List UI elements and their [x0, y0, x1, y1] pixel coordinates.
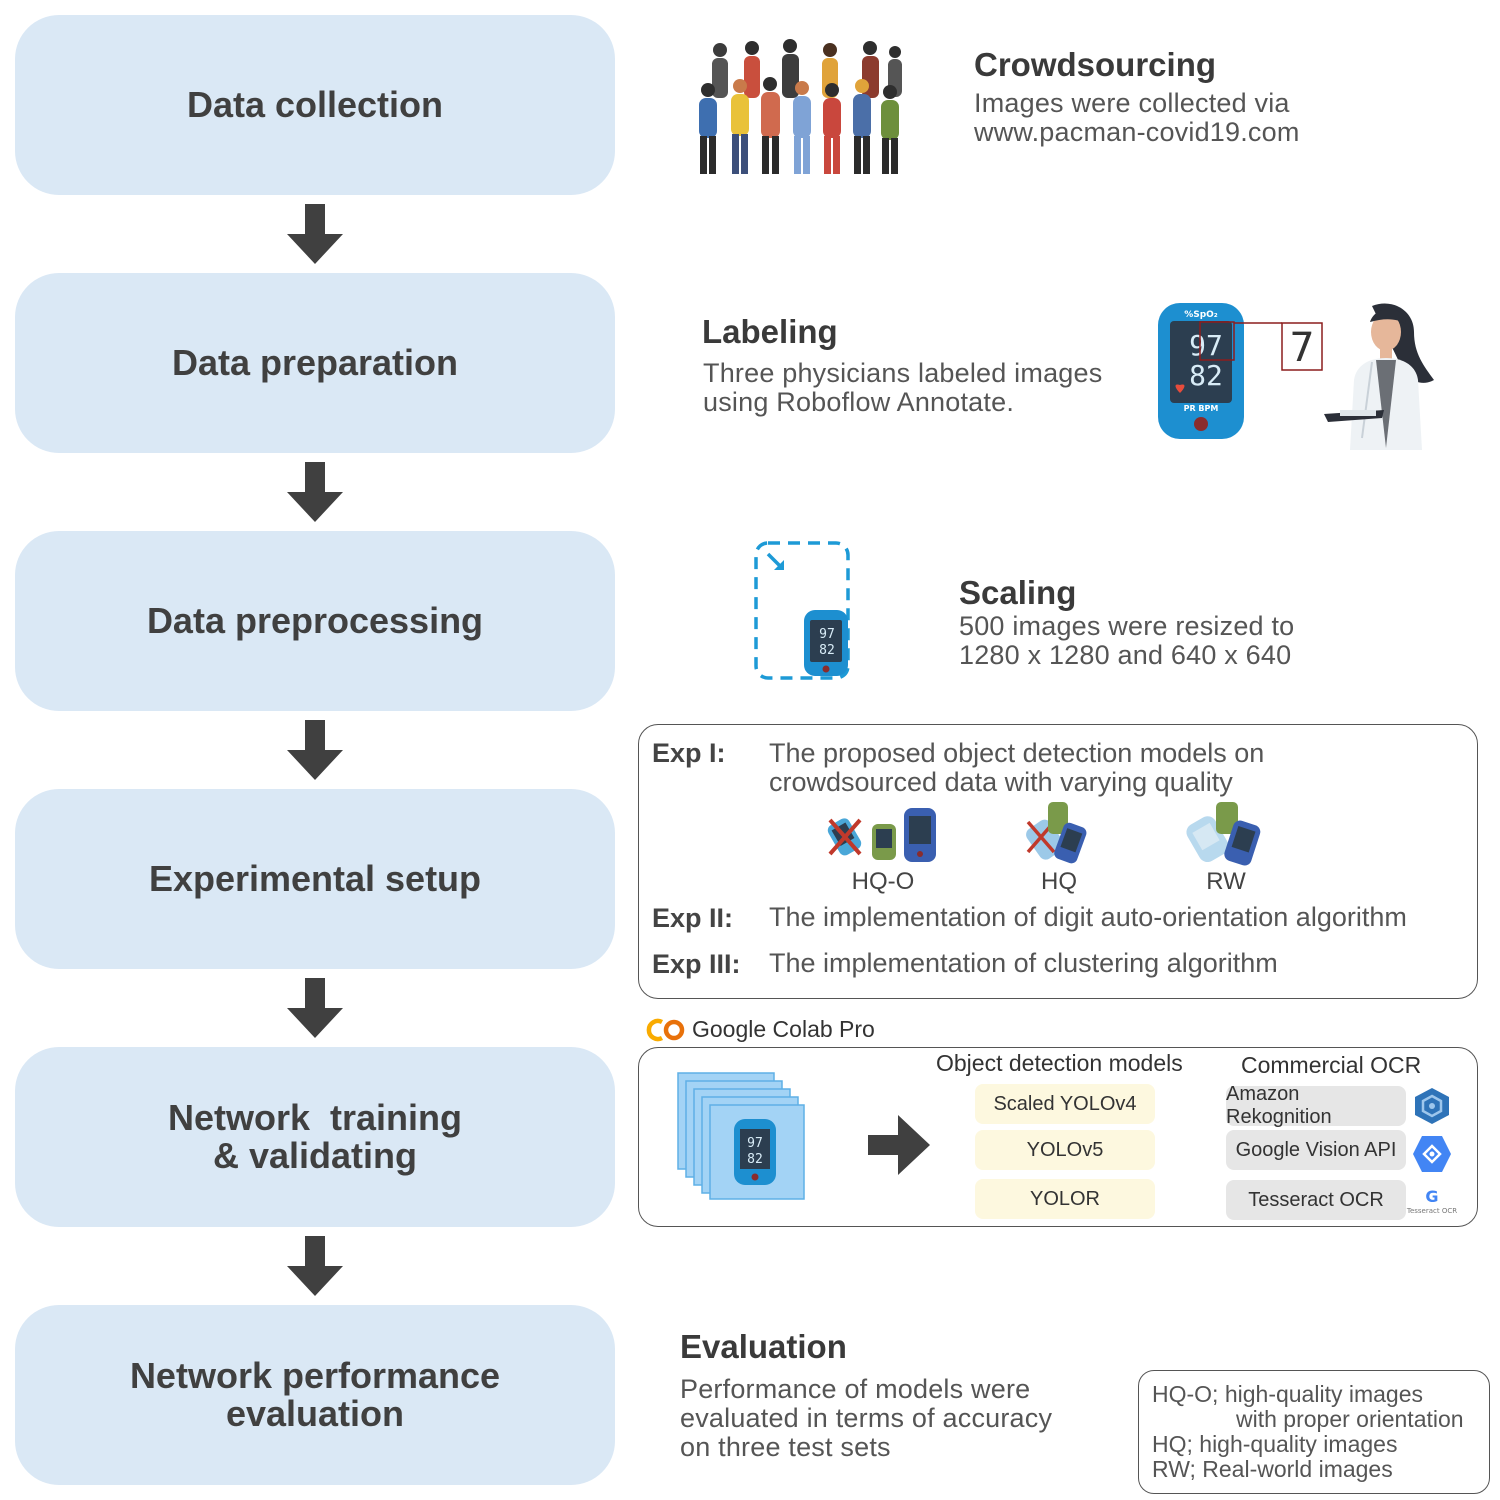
exp3-key: Exp III:: [652, 949, 741, 979]
abbreviation-legend: HQ-O; high-quality images with proper or…: [1138, 1370, 1490, 1494]
exp2-description: The implementation of digit auto-orienta…: [769, 902, 1407, 932]
colab-label: Google Colab Pro: [692, 1016, 875, 1042]
crop-digit: 7: [1289, 325, 1314, 371]
training-box: [638, 1047, 1478, 1227]
description-line: The proposed object detection models on: [769, 738, 1265, 768]
description-line: 1280 x 1280 and 640 x 640: [959, 640, 1292, 670]
down-arrow-icon: [287, 462, 343, 522]
step-label: Data preprocessing: [146, 600, 484, 641]
description-line: on three test sets: [680, 1432, 891, 1462]
scaling-description: 500 images were resized to 1280 x 1280 a…: [959, 612, 1294, 670]
description-line: Three physicians labeled images: [703, 358, 1103, 388]
description-line: evaluated in terms of accuracy: [680, 1403, 1053, 1433]
down-arrow-icon: [287, 204, 343, 264]
oximeter-value-1: 97: [747, 1136, 763, 1151]
colab-logo-icon: [646, 1018, 685, 1042]
model-yolov5: YOLOv5: [975, 1130, 1155, 1170]
description-line: 500 images were resized to: [959, 611, 1295, 641]
description-line: Performance of models were: [680, 1374, 1031, 1404]
model-scaled-yolov4: Scaled YOLOv4: [975, 1084, 1155, 1124]
evaluation-description: Performance of models were evaluated in …: [680, 1375, 1052, 1462]
scaling-title: Scaling: [959, 574, 1077, 611]
step-label: Network performance: [129, 1355, 501, 1396]
scaling-illustration: 97 82: [754, 541, 850, 680]
image-stack-icon: 97 82: [677, 1072, 805, 1200]
oximeter-value-2: 82: [1189, 359, 1223, 392]
annotation-crop-connector: 7: [1199, 321, 1323, 371]
step-network-training: Network training & validating: [15, 1047, 615, 1227]
exp1-description: The proposed object detection models on …: [769, 739, 1264, 797]
rw-oximeter-icon: [1186, 802, 1261, 866]
description-line: Images were collected via: [974, 88, 1290, 118]
down-arrow-icon: [287, 1236, 343, 1296]
pulse-oximeter-icon: %SpO₂ 97 82 PR BPM: [1158, 303, 1244, 439]
oximeter-spo2-label: %SpO₂: [1184, 310, 1218, 320]
step-label: Data preparation: [171, 342, 459, 383]
tesseract-logo-text: Tesseract OCR: [1406, 1207, 1457, 1215]
hq-o-oximeter-icon: [827, 808, 936, 862]
exp2-key: Exp II:: [652, 903, 734, 933]
legend-line-rw: RW; Real-world images: [1152, 1456, 1393, 1482]
step-experimental-setup: Experimental setup: [15, 789, 615, 969]
crowd-illustration: [699, 39, 902, 174]
description-line: using Roboflow Annotate.: [703, 387, 1015, 417]
physician-illustration: [1324, 303, 1434, 450]
labeling-description: Three physicians labeled images using Ro…: [703, 359, 1102, 417]
set-label-hq-o: HQ-O: [851, 868, 915, 895]
step-data-preprocessing: Data preprocessing: [15, 531, 615, 711]
evaluation-title: Evaluation: [680, 1328, 847, 1365]
ocr-tesseract: Tesseract OCR: [1226, 1180, 1406, 1220]
oximeter-value-1: 97: [1189, 329, 1223, 362]
experiments-box: [638, 724, 1478, 999]
oximeter-value-1: 97: [819, 627, 835, 642]
crowdsourcing-title: Crowdsourcing: [974, 46, 1217, 83]
description-line: crowdsourced data with varying quality: [769, 767, 1233, 797]
set-label-rw: RW: [1206, 868, 1246, 895]
tesseract-logo-icon: G Tesseract OCR: [1406, 1187, 1457, 1215]
models-header: Object detection models: [936, 1050, 1183, 1076]
legend-line-hq-o: HQ-O; high-quality images: [1152, 1381, 1423, 1407]
ocr-header: Commercial OCR: [1241, 1052, 1422, 1078]
step-network-evaluation: Network performance evaluation: [15, 1305, 615, 1485]
description-line: www.pacman-covid19.com: [974, 117, 1300, 147]
down-arrow-icon: [287, 720, 343, 780]
ocr-amazon-rekognition: Amazon Rekognition: [1226, 1083, 1406, 1128]
step-data-preparation: Data preparation: [15, 273, 615, 453]
legend-line-hq-o-continued: with proper orientation: [1236, 1406, 1464, 1432]
oximeter-value-2: 82: [747, 1152, 763, 1167]
ocr-google-vision: Google Vision API: [1226, 1130, 1406, 1170]
step-label: Experimental setup: [148, 858, 482, 899]
amazon-rekognition-icon: [1415, 1088, 1449, 1124]
exp3-description: The implementation of clustering algorit…: [769, 948, 1278, 978]
step-label: Data collection: [186, 84, 444, 125]
step-label: evaluation: [225, 1393, 405, 1434]
right-arrow-icon: [868, 1115, 930, 1175]
exp1-key: Exp I:: [652, 738, 726, 768]
step-label: & validating: [212, 1135, 418, 1176]
set-label-hq: HQ: [1041, 868, 1077, 895]
model-yolor: YOLOR: [975, 1179, 1155, 1219]
step-data-collection: Data collection: [15, 15, 615, 195]
svg-text:G: G: [1425, 1187, 1438, 1206]
down-arrow-icon: [287, 978, 343, 1038]
oximeter-value-2: 82: [819, 643, 835, 658]
legend-line-hq: HQ; high-quality images: [1152, 1431, 1398, 1457]
oximeter-bpm-label: PR BPM: [1184, 404, 1219, 413]
step-label: Network training: [167, 1097, 463, 1138]
crowdsourcing-description: Images were collected via www.pacman-cov…: [974, 89, 1300, 147]
google-vision-icon: [1413, 1136, 1451, 1172]
labeling-title: Labeling: [702, 313, 838, 350]
hq-oximeter-icon: [1026, 802, 1087, 864]
